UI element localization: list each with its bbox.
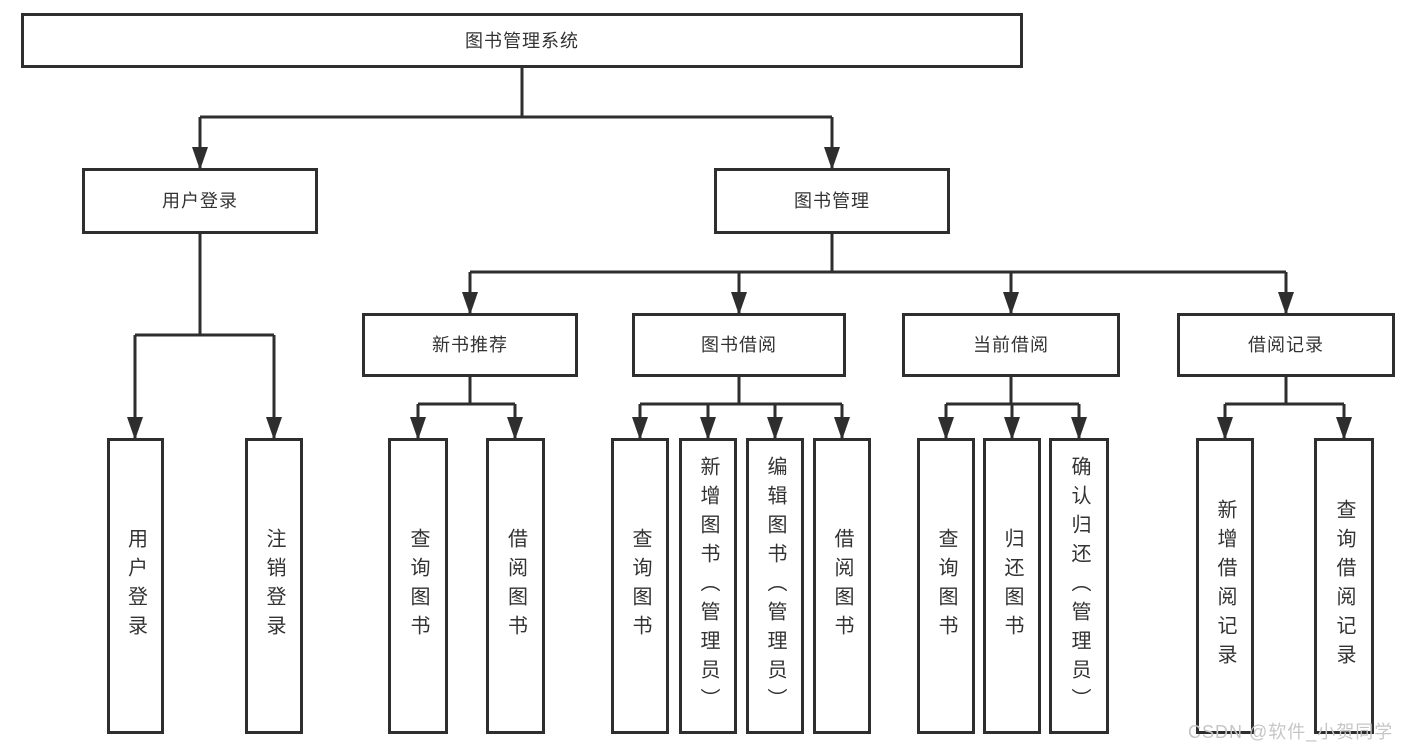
leaf-query-books-current-label: 查询图书 [935,528,957,644]
leaf-confirm-return-admin-label: 确认归还（管理员） [1068,455,1090,717]
node-book-borrowing-label: 图书借阅 [701,335,777,355]
node-current-borrowing-label: 当前借阅 [973,335,1049,355]
connector-paths [133,68,1346,438]
node-root-label: 图书管理系统 [465,30,579,51]
leaf-query-books-borrowing: 查询图书 [611,438,669,734]
leaf-borrow-books-recommend: 借阅图书 [486,438,545,734]
node-root: 图书管理系统 [21,13,1023,68]
leaf-add-book-admin-label: 新增图书（管理员） [697,455,719,717]
leaf-query-books-recommend: 查询图书 [388,438,448,734]
leaf-add-borrow-record-label: 新增借阅记录 [1214,499,1236,673]
leaf-add-borrow-record: 新增借阅记录 [1196,438,1254,734]
node-book-borrowing: 图书借阅 [632,313,846,377]
node-book-management-label: 图书管理 [794,191,870,211]
node-new-book-recommend-label: 新书推荐 [432,335,508,355]
leaf-query-borrow-record-label: 查询借阅记录 [1333,499,1355,673]
leaf-edit-book-admin-label: 编辑图书（管理员） [764,455,786,717]
leaf-add-book-admin: 新增图书（管理员） [679,438,737,734]
leaf-return-book-label: 归还图书 [1001,528,1023,644]
leaf-query-borrow-record: 查询借阅记录 [1314,438,1374,734]
leaf-query-books-borrowing-label: 查询图书 [629,528,651,644]
leaf-query-books-recommend-label: 查询图书 [407,528,429,644]
node-user-login-label: 用户登录 [162,191,238,211]
arrowheads [127,147,1352,440]
node-current-borrowing: 当前借阅 [902,313,1120,377]
node-user-login: 用户登录 [82,168,318,234]
node-borrowing-records: 借阅记录 [1177,313,1395,377]
leaf-logout-label: 注销登录 [263,528,285,644]
leaf-confirm-return-admin: 确认归还（管理员） [1049,438,1109,734]
leaf-borrow-books-recommend-label: 借阅图书 [504,528,527,644]
leaf-query-books-current: 查询图书 [917,438,975,734]
leaf-logout: 注销登录 [245,438,303,734]
leaf-borrow-books-borrowing: 借阅图书 [813,438,871,734]
leaf-user-login: 用户登录 [107,438,164,734]
node-book-management: 图书管理 [714,168,950,234]
node-new-book-recommend: 新书推荐 [362,313,578,377]
leaf-edit-book-admin: 编辑图书（管理员） [746,438,804,734]
leaf-user-login-label: 用户登录 [124,528,147,644]
leaf-return-book: 归还图书 [983,438,1041,734]
leaf-borrow-books-borrowing-label: 借阅图书 [831,528,853,644]
node-borrowing-records-label: 借阅记录 [1248,335,1324,355]
